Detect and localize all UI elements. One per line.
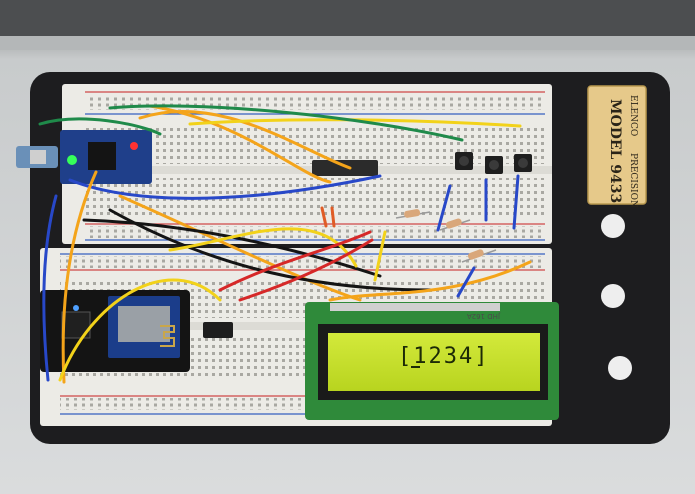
label-model: MODEL 9433 xyxy=(607,99,623,203)
microcontroller-board-top xyxy=(16,130,152,184)
lcd-board-mark: JHD 162A xyxy=(467,312,501,320)
resistor xyxy=(461,249,497,263)
resistor xyxy=(439,218,471,231)
jumper-wires xyxy=(38,104,532,384)
wifi-module-board xyxy=(40,290,190,372)
label-precision: PRECISION xyxy=(628,153,638,208)
lcd-display-text: [1234] xyxy=(398,344,489,369)
lcd-module: JHD 162A [1234] xyxy=(305,302,559,420)
push-button xyxy=(485,156,503,174)
resistor xyxy=(395,209,431,219)
window-sill xyxy=(0,36,695,50)
label-brand: ELENCO xyxy=(628,95,638,136)
slide-switch xyxy=(203,322,233,338)
led-green-icon xyxy=(67,155,77,165)
window-frame xyxy=(0,0,695,40)
mounting-hole xyxy=(601,214,625,238)
lcd-screen xyxy=(328,333,540,391)
push-button xyxy=(514,154,532,172)
push-button xyxy=(455,152,473,170)
model-label-plate: ELENCO PRECISION MODEL 9433 xyxy=(587,85,647,208)
led-blue-icon xyxy=(73,305,79,311)
mounting-hole xyxy=(601,284,625,308)
mounting-hole xyxy=(608,356,632,380)
led-red-icon xyxy=(130,142,138,150)
ic-module xyxy=(312,160,378,176)
